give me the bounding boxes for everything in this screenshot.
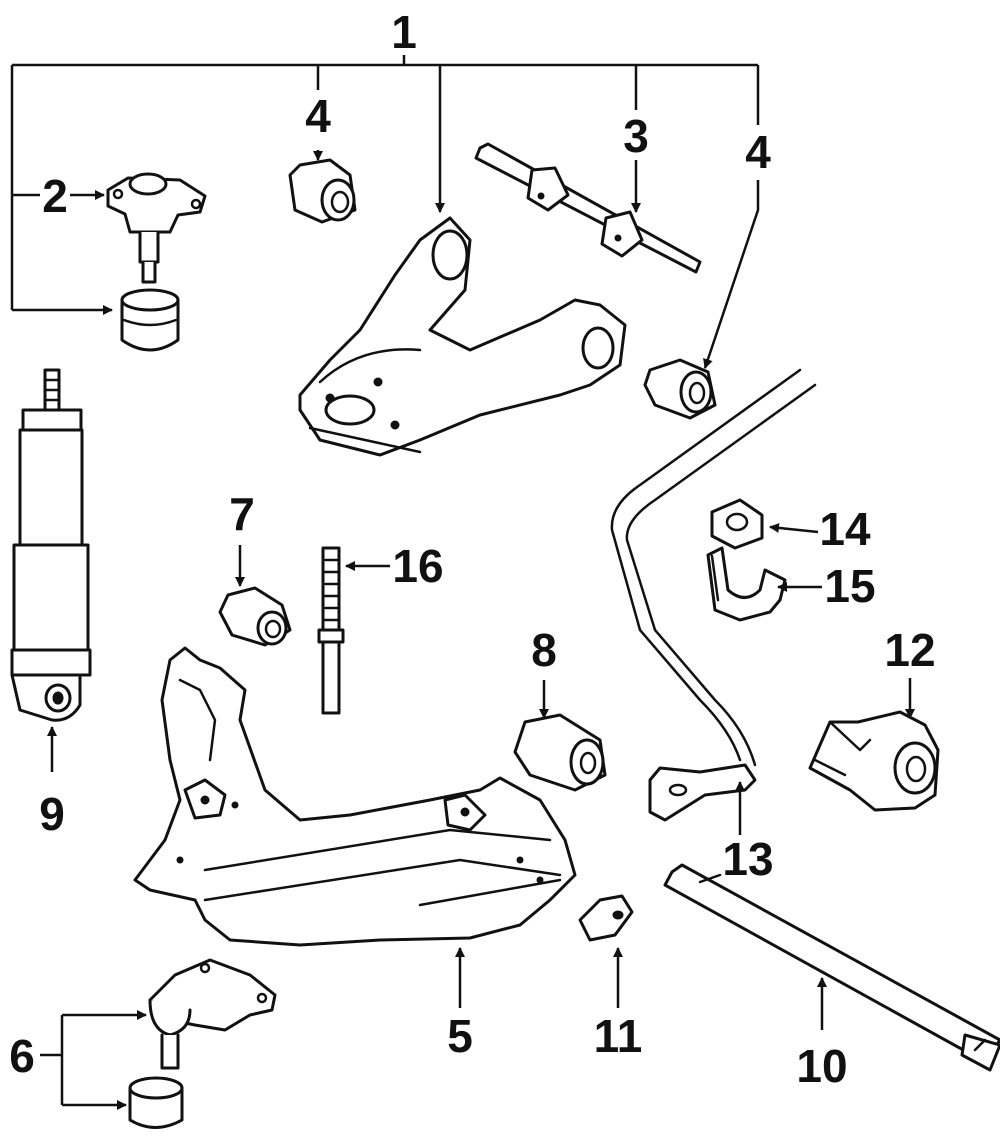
callout-12: 12	[884, 624, 935, 676]
ball-joint-boot-lower	[128, 1076, 184, 1129]
torsion-bar	[663, 863, 1000, 1072]
callout-15: 15	[824, 560, 875, 612]
callout-1-leaders	[10, 55, 760, 315]
callout-9: 9	[39, 788, 65, 840]
callout-4-right: 4	[745, 126, 771, 178]
callout-4-left: 4	[305, 90, 331, 142]
shock-absorber	[10, 368, 92, 722]
ball-joint-boot-upper	[120, 288, 180, 352]
lower-control-arm	[133, 646, 577, 947]
lower-arm-bushing	[218, 586, 292, 647]
leader-arrows	[40, 150, 915, 1110]
upper-arm-shaft	[474, 142, 702, 274]
callout-3: 3	[623, 110, 649, 162]
stabilizer-bar	[610, 368, 817, 822]
upper-ball-joint	[106, 172, 207, 284]
callout-labels: 1 2 3 4 4 5 6 7 8 9 10 11 12 13 14 15 16	[9, 6, 935, 1092]
stabilizer-bracket	[706, 546, 787, 622]
plate-nut	[578, 894, 634, 942]
callout-5: 5	[447, 1010, 473, 1062]
callout-6: 6	[9, 1030, 35, 1082]
callout-10: 10	[796, 1040, 847, 1092]
callout-11: 11	[594, 1010, 643, 1062]
stabilizer-bushing	[710, 498, 764, 550]
upper-arm-bushing-right	[643, 358, 717, 420]
callout-8: 8	[531, 624, 557, 676]
callout-16: 16	[392, 540, 443, 592]
upper-arm-bushing-left	[288, 158, 357, 224]
callout-1: 1	[391, 6, 417, 58]
callout-2: 2	[42, 170, 68, 222]
lower-ball-joint	[148, 958, 277, 1070]
strut-bracket	[808, 710, 940, 812]
callout-14: 14	[819, 503, 871, 555]
strut-bushing	[513, 713, 607, 792]
stud	[317, 546, 345, 715]
callout-7: 7	[229, 488, 255, 540]
upper-control-arm	[298, 216, 627, 457]
callout-13: 13	[722, 833, 773, 885]
